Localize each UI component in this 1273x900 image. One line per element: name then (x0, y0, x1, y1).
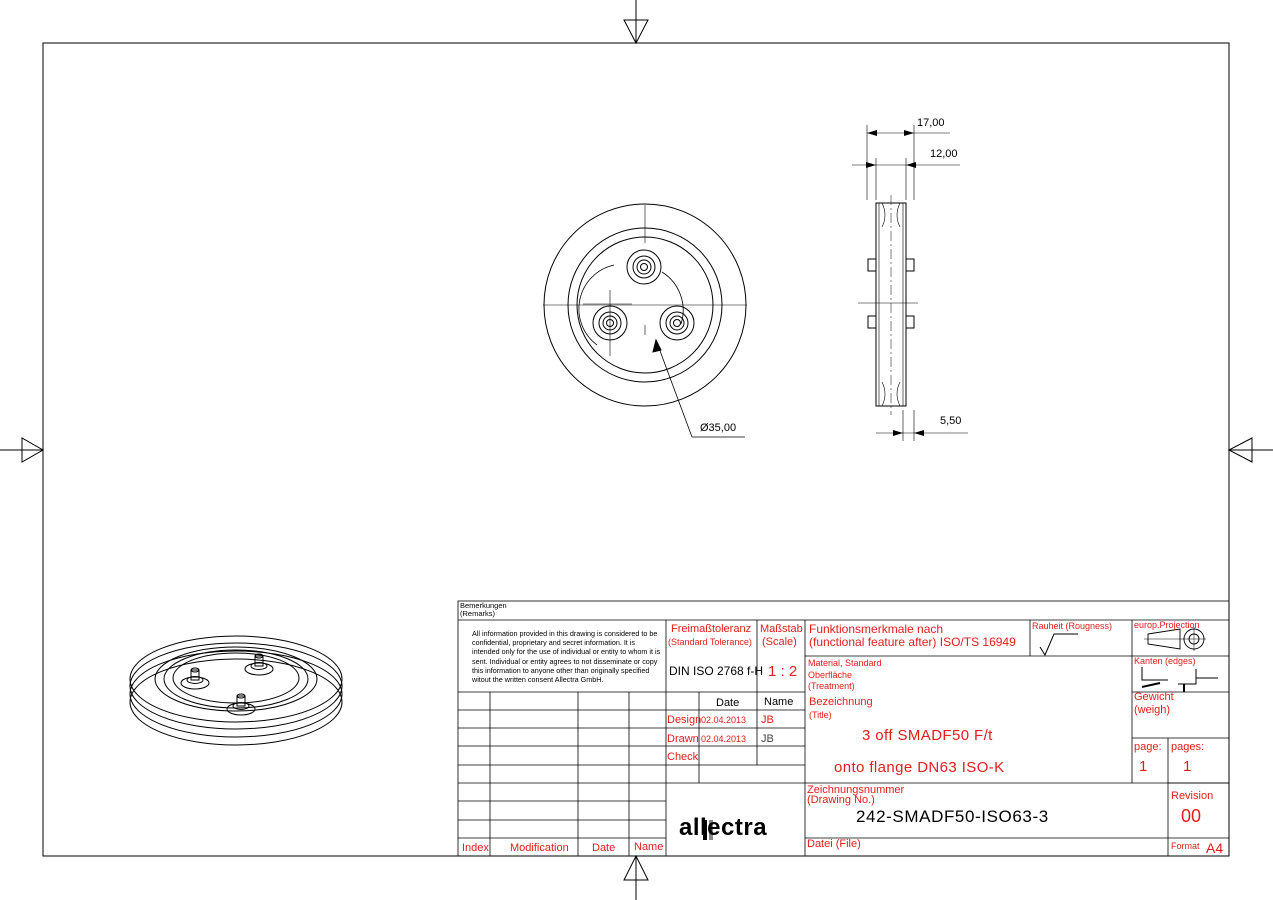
tolerance-label-de: Freimaßtoleranz (671, 623, 752, 635)
dimension-5-5: 5,50 (940, 415, 962, 427)
page-label: page: (1134, 741, 1162, 753)
front-view (543, 203, 747, 438)
func-features-de: Funktionsmerkmale nach (809, 622, 944, 636)
title-line-1: 3 off SMADF50 F/t (862, 727, 993, 744)
centering-mark-bottom (623, 854, 649, 900)
drawing-border (42, 42, 1230, 857)
name-column-header: Name (764, 696, 794, 708)
logo-bars (703, 820, 713, 840)
drawing-no-label-en: (Drawing No.) (807, 794, 875, 806)
centering-mark-left (0, 437, 45, 463)
drawn-label: Drawn (667, 733, 699, 745)
drawn-date: 02.04.2013 (701, 734, 747, 744)
pages-label: pages: (1171, 741, 1205, 753)
confidential-notice: All information provided in this drawing… (472, 629, 661, 685)
revision-label: Revision (1171, 790, 1214, 802)
dimension-12: 12,00 (930, 148, 958, 160)
title-line-2: onto flange DN63 ISO-K (834, 759, 1005, 776)
title-block-grid (457, 600, 1230, 857)
roughness-label: Rauheit (Rougness) (1032, 621, 1113, 631)
format-label: Format (1171, 841, 1200, 851)
design-name: JB (761, 714, 774, 726)
rev-date-header: Date (592, 842, 616, 854)
roughness-symbol (1039, 633, 1078, 657)
weight-label-en: (weigh) (1134, 704, 1171, 716)
centering-mark-top (623, 0, 649, 45)
scale-label-de: Maßstab (760, 623, 803, 635)
centering-mark-right (1227, 437, 1273, 463)
edges-symbol (1141, 667, 1218, 692)
revision-value: 00 (1181, 806, 1202, 826)
dimension-diameter: Ø35,00 (700, 422, 737, 434)
rev-modification-header: Modification (510, 842, 569, 854)
check-label: Check (667, 751, 699, 763)
design-label: Design (667, 714, 702, 726)
file-label: Datei (File) (807, 838, 861, 850)
weight-label-de: Gewicht (1134, 691, 1174, 703)
material-label: Material, Standard (808, 658, 882, 668)
scale-label-en: (Scale) (762, 636, 797, 648)
title-label-en: (Title) (809, 710, 832, 720)
edges-label: Kanten (edges) (1134, 656, 1196, 666)
page-value: 1 (1139, 758, 1148, 775)
drawing-no-label-de: Zeichnungsnummer (807, 784, 905, 796)
remarks-label-en: (Remarks) (460, 609, 495, 618)
rev-index-header: Index (462, 842, 489, 854)
rev-name-header: Name (634, 841, 664, 853)
pages-value: 1 (1183, 758, 1192, 775)
drawn-name: JB (761, 733, 774, 745)
remarks-label-de: Bemerkungen (460, 601, 507, 610)
side-view (852, 125, 968, 441)
surface-label: Oberfläche (808, 670, 853, 680)
isometric-view (129, 635, 343, 746)
format-value: A4 (1206, 840, 1224, 856)
tolerance-label-en: (Standard Tolerance) (668, 637, 752, 647)
dimension-17: 17,00 (917, 117, 945, 129)
tolerance-value: DIN ISO 2768 f-H (669, 664, 764, 678)
allectra-logo: allectra (679, 814, 768, 841)
projection-symbol (1144, 627, 1206, 651)
date-column-header: Date (716, 697, 740, 709)
treatment-label: (Treatment) (808, 681, 855, 691)
scale-value: 1 : 2 (768, 663, 798, 680)
projection-label: europ.Projection (1134, 620, 1200, 630)
func-features-en: (functional feature after) ISO/TS 16949 (809, 635, 1016, 649)
title-label-de: Bezeichnung (809, 696, 873, 708)
design-date: 02.04.2013 (701, 715, 747, 725)
drawing-number: 242-SMADF50-ISO63-3 (856, 807, 1049, 826)
